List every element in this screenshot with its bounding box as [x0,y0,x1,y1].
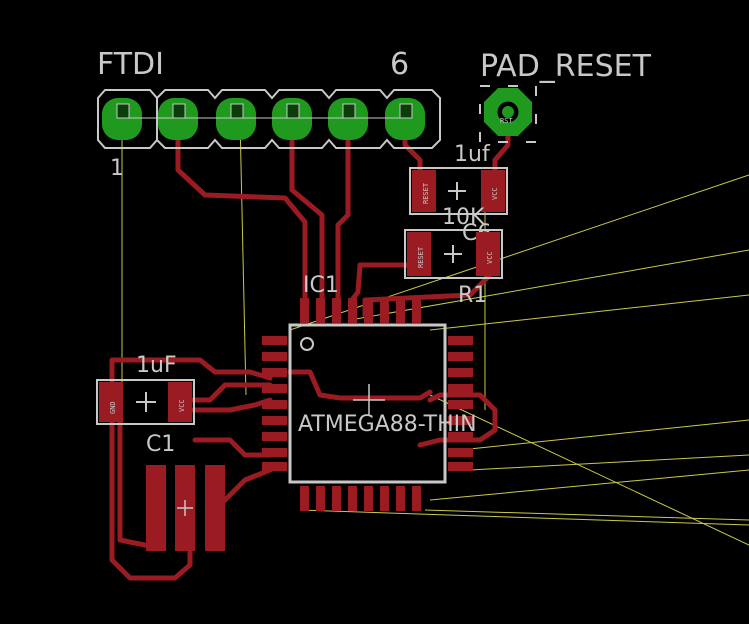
ic1-left-pads [262,336,287,471]
c1-pin2-label: VCC [178,399,186,412]
ftdi-pin-6[interactable] [385,98,425,140]
ftdi-pin-1[interactable] [102,98,142,140]
c6-value: 1uf [454,142,491,167]
smd-pad-icon[interactable] [205,465,225,551]
capacitor-c6[interactable]: RESET VCC 1uf C6 [409,142,508,246]
capacitor-c1[interactable]: GND VCC 1uF C1 [96,353,195,457]
ic1-atmega88[interactable]: IC1 ATMEGA88-THIN [262,273,477,511]
ic1-top-pads [300,298,421,323]
ftdi-pins [102,98,425,140]
c6-pin2-label: VCC [491,187,499,200]
ftdi-pin-2[interactable] [158,98,198,140]
ic1-name: IC1 [303,273,339,298]
crosshair-icon [177,500,193,516]
ic1-value: ATMEGA88-THIN [298,412,477,437]
c1-value: 1uF [136,353,177,378]
ftdi-header[interactable]: FTDI 6 1 [97,47,441,181]
smd-pad-icon[interactable] [476,232,500,276]
ftdi-pin-3[interactable] [216,98,256,140]
resistor-r1[interactable]: RESET VCC 10K R1 [404,205,503,308]
c1-name: C1 [146,432,175,457]
pad-reset-label: PAD_RESET [480,49,652,84]
ftdi-label: FTDI [97,47,164,82]
pin1-marker-icon [300,337,314,351]
ic1-bottom-pads [300,486,421,511]
ftdi-pin-5[interactable] [328,98,368,140]
c6-pin1-label: RESET [422,182,430,204]
ic1-right-pads [448,336,473,471]
c1-pin1-label: GND [109,401,117,414]
r1-name: R1 [458,283,487,308]
smd-pad-icon[interactable] [407,232,431,276]
ftdi-pin-last-label: 6 [390,47,409,82]
pad-reset[interactable]: RST PAD_RESET [479,49,652,143]
smd-pad-icon[interactable] [412,170,436,212]
r1-pin1-label: RESET [417,246,425,268]
smd-pad-icon[interactable] [146,465,166,551]
r1-pin2-label: VCC [486,251,494,264]
ftdi-pin-4[interactable] [272,98,312,140]
pad-reset-pin-label: RST [500,117,513,125]
smd-pad-icon[interactable] [481,170,505,212]
crosshair-icon [353,384,385,416]
smd-pad-icon[interactable] [168,382,192,422]
r1-value: 10K [442,205,485,230]
smd-pad-icon[interactable] [99,382,123,422]
ftdi-pin-first-label: 1 [110,156,124,181]
resonator[interactable] [146,465,225,551]
